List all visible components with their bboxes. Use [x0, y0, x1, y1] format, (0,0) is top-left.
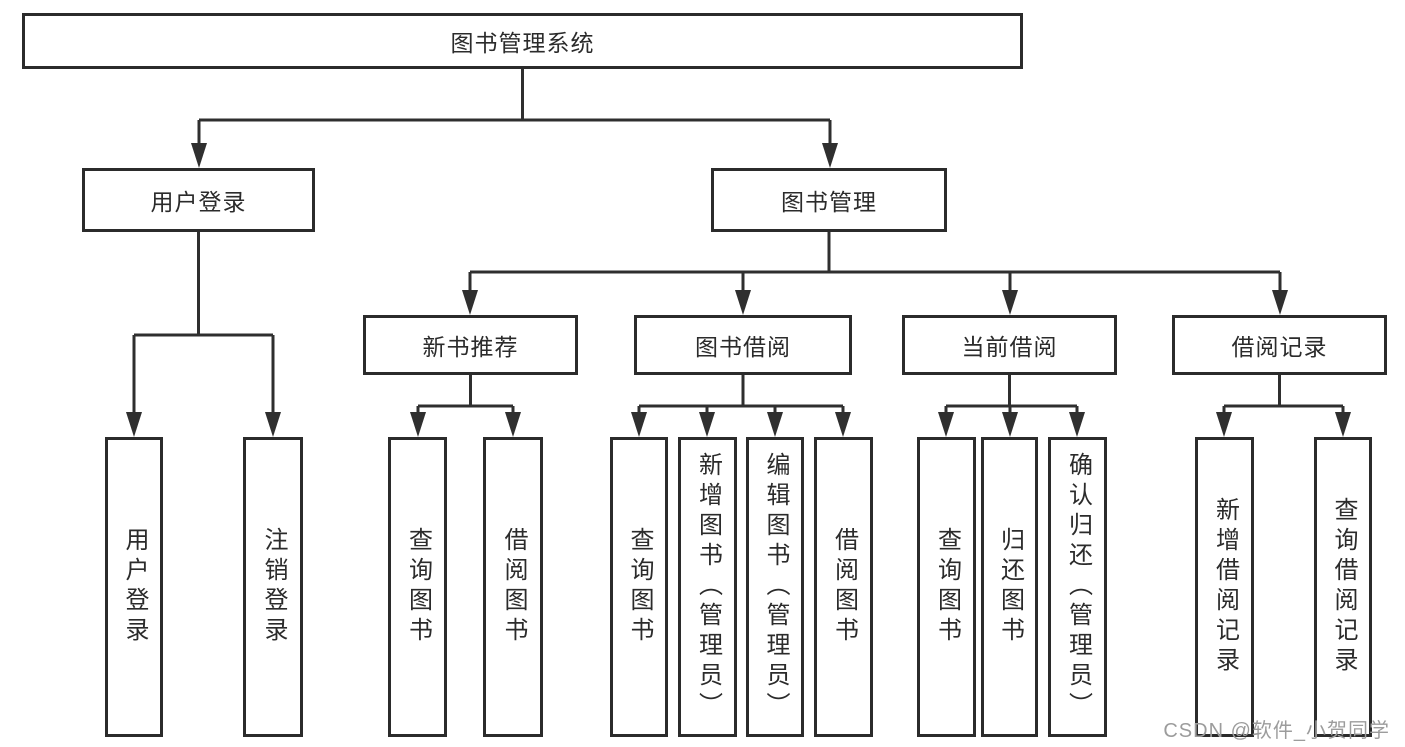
leaf-query-books-borrow-label: 查询图书 — [626, 527, 653, 647]
leaf-query-books-recommend-label: 查询图书 — [404, 527, 432, 647]
node-user-login: 用户登录 — [82, 168, 315, 232]
node-book-borrowing: 图书借阅 — [634, 315, 852, 375]
leaf-confirm-return-admin: 确认归还（管理员） — [1048, 437, 1107, 737]
leaf-user-login-label: 用户登录 — [121, 527, 148, 647]
leaf-borrow-books-recommend-label: 借阅图书 — [500, 527, 527, 647]
leaf-logout-label: 注销登录 — [260, 527, 287, 647]
node-book-management: 图书管理 — [711, 168, 947, 232]
leaf-logout: 注销登录 — [243, 437, 303, 737]
leaf-add-borrow-record-label: 新增借阅记录 — [1211, 497, 1239, 677]
leaf-query-books-borrow: 查询图书 — [610, 437, 668, 737]
leaf-return-books-label: 归还图书 — [996, 527, 1024, 647]
leaf-add-books-admin-label: 新增图书（管理员） — [694, 452, 722, 722]
arrowheads — [126, 143, 1351, 437]
leaf-query-borrow-record-label: 查询借阅记录 — [1330, 497, 1357, 677]
leaf-query-borrow-record: 查询借阅记录 — [1314, 437, 1372, 737]
node-new-book-recommend: 新书推荐 — [363, 315, 578, 375]
leaf-borrow-books: 借阅图书 — [814, 437, 873, 737]
node-library-system: 图书管理系统 — [22, 13, 1023, 69]
leaf-query-books-current: 查询图书 — [917, 437, 976, 737]
leaf-user-login: 用户登录 — [105, 437, 163, 737]
leaf-edit-books-admin: 编辑图书（管理员） — [746, 437, 804, 737]
leaf-confirm-return-admin-label: 确认归还（管理员） — [1064, 452, 1092, 722]
node-borrowing-records: 借阅记录 — [1172, 315, 1387, 375]
leaf-borrow-books-label: 借阅图书 — [830, 527, 858, 647]
leaf-return-books: 归还图书 — [981, 437, 1038, 737]
leaf-edit-books-admin-label: 编辑图书（管理员） — [762, 452, 789, 722]
node-current-borrowing: 当前借阅 — [902, 315, 1117, 375]
csdn-watermark: CSDN @软件_小贺同学 — [1163, 720, 1390, 742]
leaf-query-books-recommend: 查询图书 — [388, 437, 447, 737]
leaf-query-books-current-label: 查询图书 — [933, 527, 961, 647]
leaf-borrow-books-recommend: 借阅图书 — [483, 437, 543, 737]
leaf-add-books-admin: 新增图书（管理员） — [678, 437, 737, 737]
leaf-add-borrow-record: 新增借阅记录 — [1195, 437, 1254, 737]
